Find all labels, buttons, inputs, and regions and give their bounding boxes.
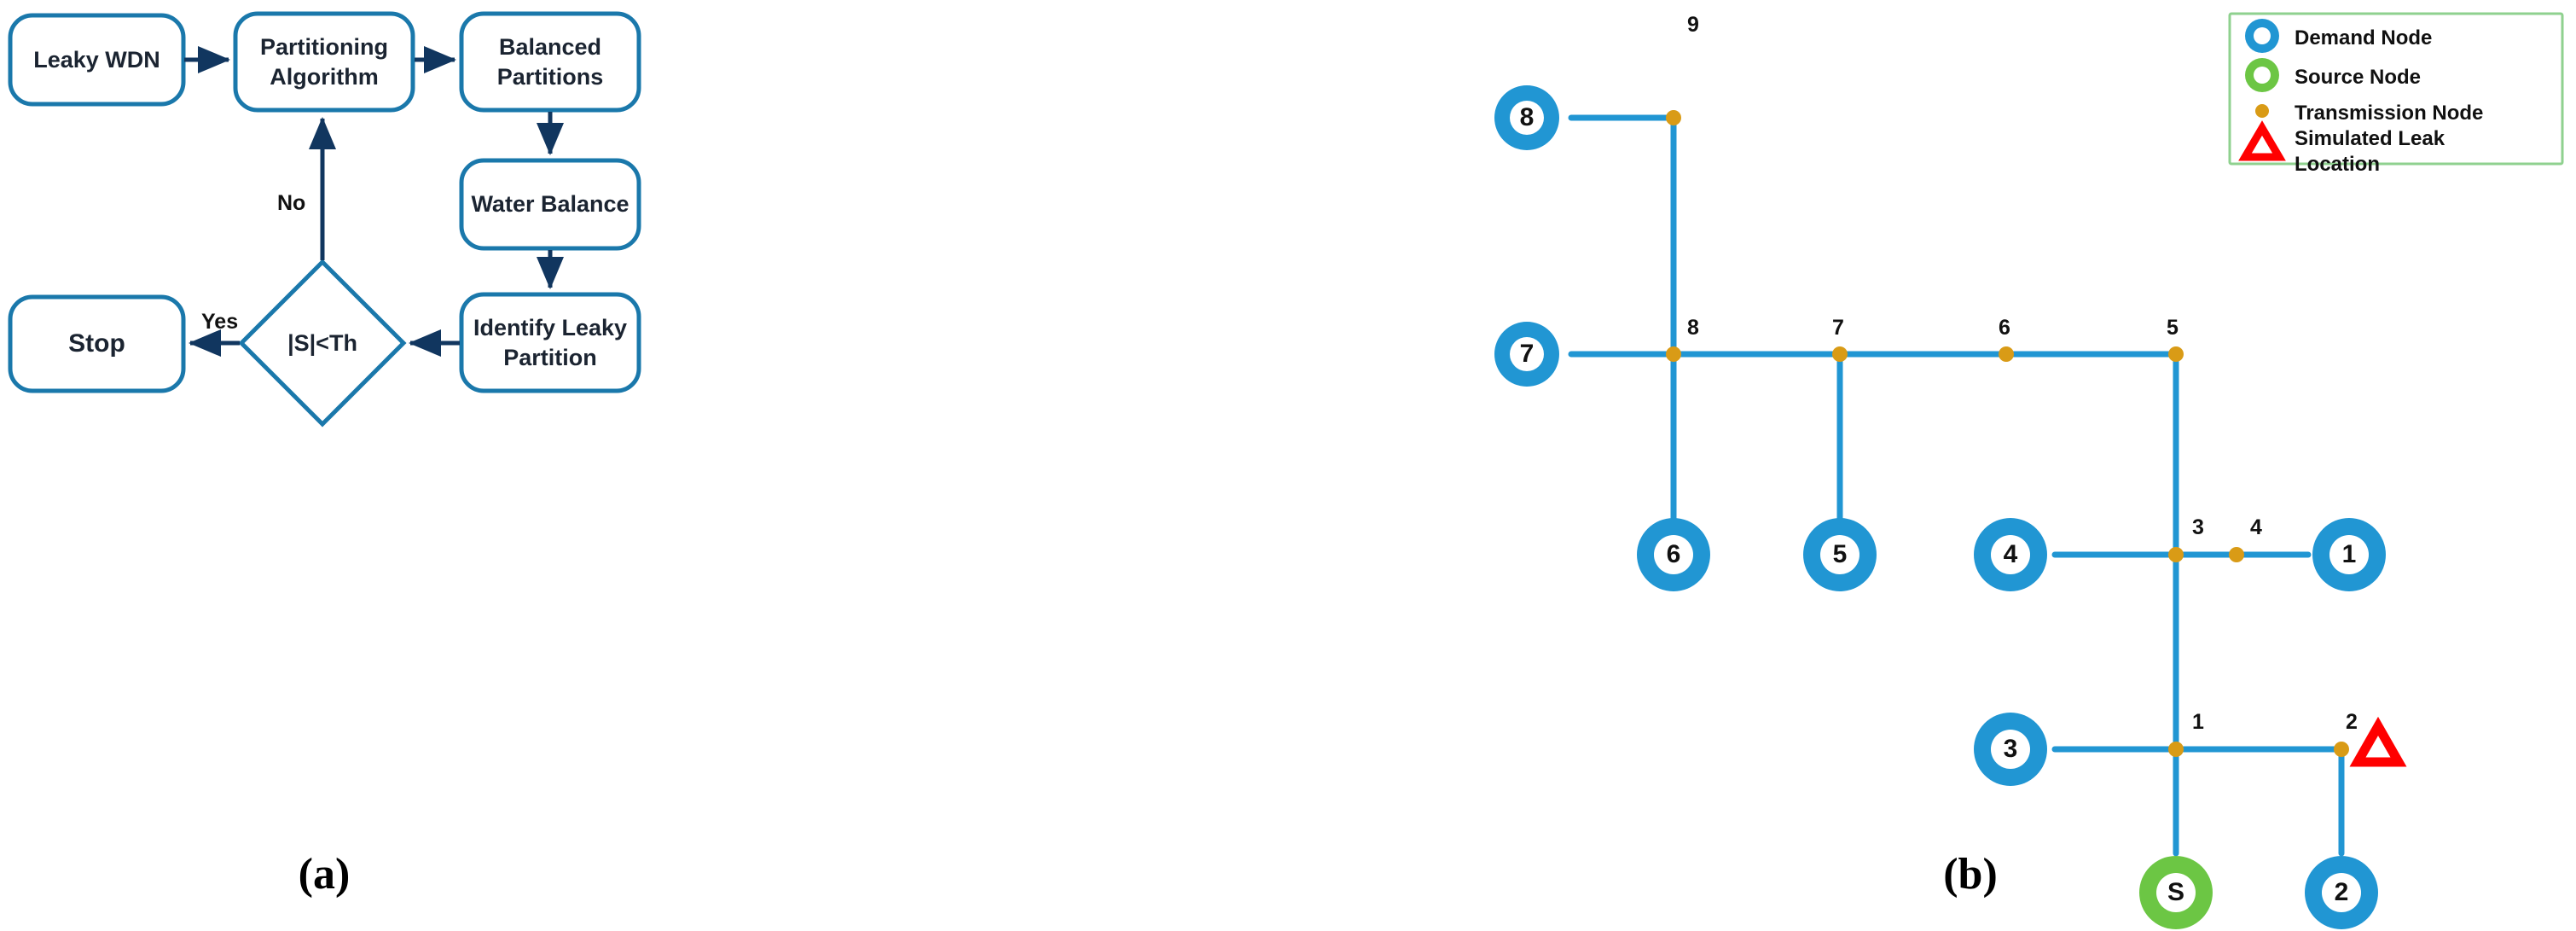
transmission-node-3[interactable]	[2168, 547, 2184, 562]
flow-box-water-balance[interactable]	[459, 158, 641, 251]
transmission-node-4-label: 4	[2250, 515, 2262, 539]
legend-source-node-icon-hole	[2254, 67, 2271, 84]
demand-node-7-hole	[1510, 337, 1544, 371]
transmission-node-8-label: 8	[1687, 316, 1699, 340]
transmission-node-7[interactable]	[1832, 346, 1848, 362]
legend-transmission-node-icon	[2255, 104, 2269, 118]
network-nodes	[1494, 85, 2386, 929]
transmission-node-2-label: 2	[2346, 710, 2358, 734]
transmission-node-8[interactable]	[1666, 346, 1681, 362]
demand-node-1-label: 1	[2341, 540, 2357, 568]
demand-node-6-hole	[1654, 535, 1693, 574]
pipes	[1568, 114, 2345, 857]
legend-box	[2228, 12, 2564, 166]
transmission-node-9[interactable]	[1666, 110, 1681, 125]
transmission-node-4[interactable]	[2229, 547, 2244, 562]
flow-box-stop[interactable]	[8, 294, 186, 393]
transmission-node-1-label: 1	[2192, 710, 2204, 734]
legend-item-transmission-node-label: Transmission Node	[2295, 102, 2484, 125]
transmission-node-2[interactable]	[2334, 742, 2349, 757]
transmission-node-5[interactable]	[2168, 346, 2184, 362]
demand-node-1-hole	[2329, 535, 2369, 574]
legend-item-simulated-leak-label: Simulated Leak Location	[2295, 127, 2445, 176]
edge-label-yes: Yes	[201, 310, 239, 334]
transmission-node-6-label: 6	[1999, 316, 2010, 340]
simulated-leak-icon[interactable]	[2349, 716, 2407, 767]
source-node-S-label: S	[2167, 878, 2184, 906]
source-node-S-hole	[2156, 873, 2196, 912]
transmission-node-1[interactable]	[2168, 742, 2184, 757]
demand-node-7-label: 7	[1519, 340, 1535, 368]
transmission-node-9-label: 9	[1687, 13, 1699, 37]
demand-node-8-hole	[1510, 101, 1544, 135]
legend-simulated-leak-icon	[2238, 120, 2286, 161]
demand-node-5-hole	[1820, 535, 1859, 574]
demand-node-4-hole	[1991, 535, 2030, 574]
flow-box-identify-leaky-partition[interactable]	[459, 292, 641, 393]
flow-diamond-decision[interactable]	[238, 259, 407, 428]
legend-item-source-node-label: Source Node	[2295, 66, 2422, 89]
edge-label-no: No	[277, 191, 306, 215]
demand-node-3-hole	[1991, 730, 2030, 769]
demand-node-2-hole	[2322, 873, 2361, 912]
flow-box-balanced-partitions[interactable]	[459, 11, 641, 113]
demand-node-6-label: 6	[1666, 540, 1681, 568]
demand-node-8-label: 8	[1519, 103, 1535, 131]
transmission-node-7-label: 7	[1832, 316, 1844, 340]
transmission-nodes	[1666, 110, 2349, 757]
transmission-node-6[interactable]	[1999, 346, 2014, 362]
flow-box-leaky-wdn[interactable]	[8, 13, 186, 107]
demand-node-4-label: 4	[2003, 540, 2018, 568]
legend-item-demand-node-label: Demand Node	[2295, 26, 2433, 49]
demand-node-3-label: 3	[2003, 735, 2018, 763]
transmission-node-3-label: 3	[2192, 515, 2204, 539]
panel-caption-b: (b)	[1943, 850, 1998, 899]
demand-node-5-label: 5	[1832, 540, 1848, 568]
legend-demand-node-icon-hole	[2254, 27, 2271, 44]
flow-box-partitioning[interactable]	[233, 11, 415, 113]
demand-node-2-label: 2	[2334, 878, 2349, 906]
panel-caption-a: (a)	[298, 850, 351, 899]
transmission-node-5-label: 5	[2167, 316, 2179, 340]
